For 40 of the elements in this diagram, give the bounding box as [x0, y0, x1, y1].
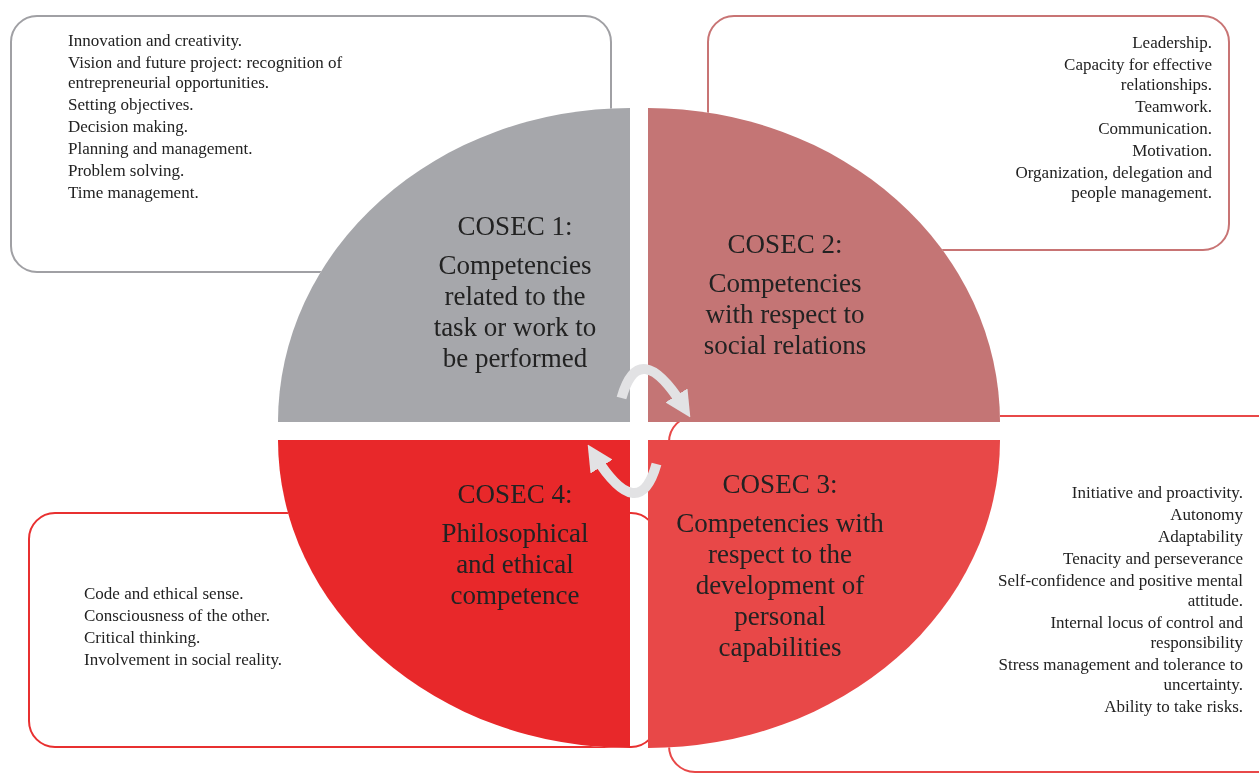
list-item: Leadership. [1131, 33, 1212, 53]
quadrant-segment [648, 108, 1000, 422]
list-item: Setting objectives. [68, 95, 195, 115]
list-item: Organization, delegation and people management. [1014, 163, 1212, 203]
list-item: Autonomy [1169, 505, 1243, 525]
list-item: Consciousness of the other. [84, 606, 272, 626]
list-item: Stress management and tolerance to uncertainty. [997, 655, 1243, 695]
quadrant-text: Competencies related to the task or work to be performed [432, 250, 598, 374]
list-item: Decision making. [68, 117, 189, 137]
list-item: Communication. [1097, 119, 1212, 139]
quadrant-title: COSEC 3: [721, 468, 839, 500]
quadrant-segment [648, 440, 1000, 748]
quadrant-segment [278, 108, 630, 422]
list-item: Ability to take risks. [1103, 697, 1243, 717]
list-item: Code and ethical sense. [84, 584, 245, 604]
quadrant-text: Competencies with respect to social relations [702, 268, 868, 361]
list-item: Tenacity and perseverance [1061, 549, 1243, 569]
list-box [668, 415, 1259, 773]
quadrant-title: COSEC 2: [726, 228, 844, 260]
quadrant-text: Philosophical and ethical competence [440, 518, 590, 611]
list-item: Vision and future project: recognition of entrepreneurial opportunities. [68, 53, 344, 93]
cycle-arrow [587, 444, 662, 498]
list-item: Self-confidence and positive mental attitude. [997, 571, 1243, 611]
list-item: Teamwork. [1134, 97, 1212, 117]
list-item: Innovation and creativity. [68, 31, 244, 51]
list-item: Initiative and proactivity. [1070, 483, 1243, 503]
list-item: Time management. [68, 183, 200, 203]
list-item: Motivation. [1131, 141, 1212, 161]
list-item: Involvement in social reality. [84, 650, 284, 670]
list-box [707, 15, 1230, 251]
list-item: Capacity for effective relationships. [1063, 55, 1212, 95]
cycle-arrow [616, 364, 691, 418]
list-item: Critical thinking. [84, 628, 202, 648]
list-item: Adaptability [1157, 527, 1243, 547]
list-item: Internal locus of control and responsibility [1049, 613, 1243, 653]
list-item: Planning and management. [68, 139, 254, 159]
quadrant-text: Competencies with respect to the development of personal capabilities [675, 508, 885, 663]
list-item: Problem solving. [68, 161, 186, 181]
quadrant-title: COSEC 1: [456, 210, 574, 242]
quadrant-title: COSEC 4: [456, 478, 574, 510]
